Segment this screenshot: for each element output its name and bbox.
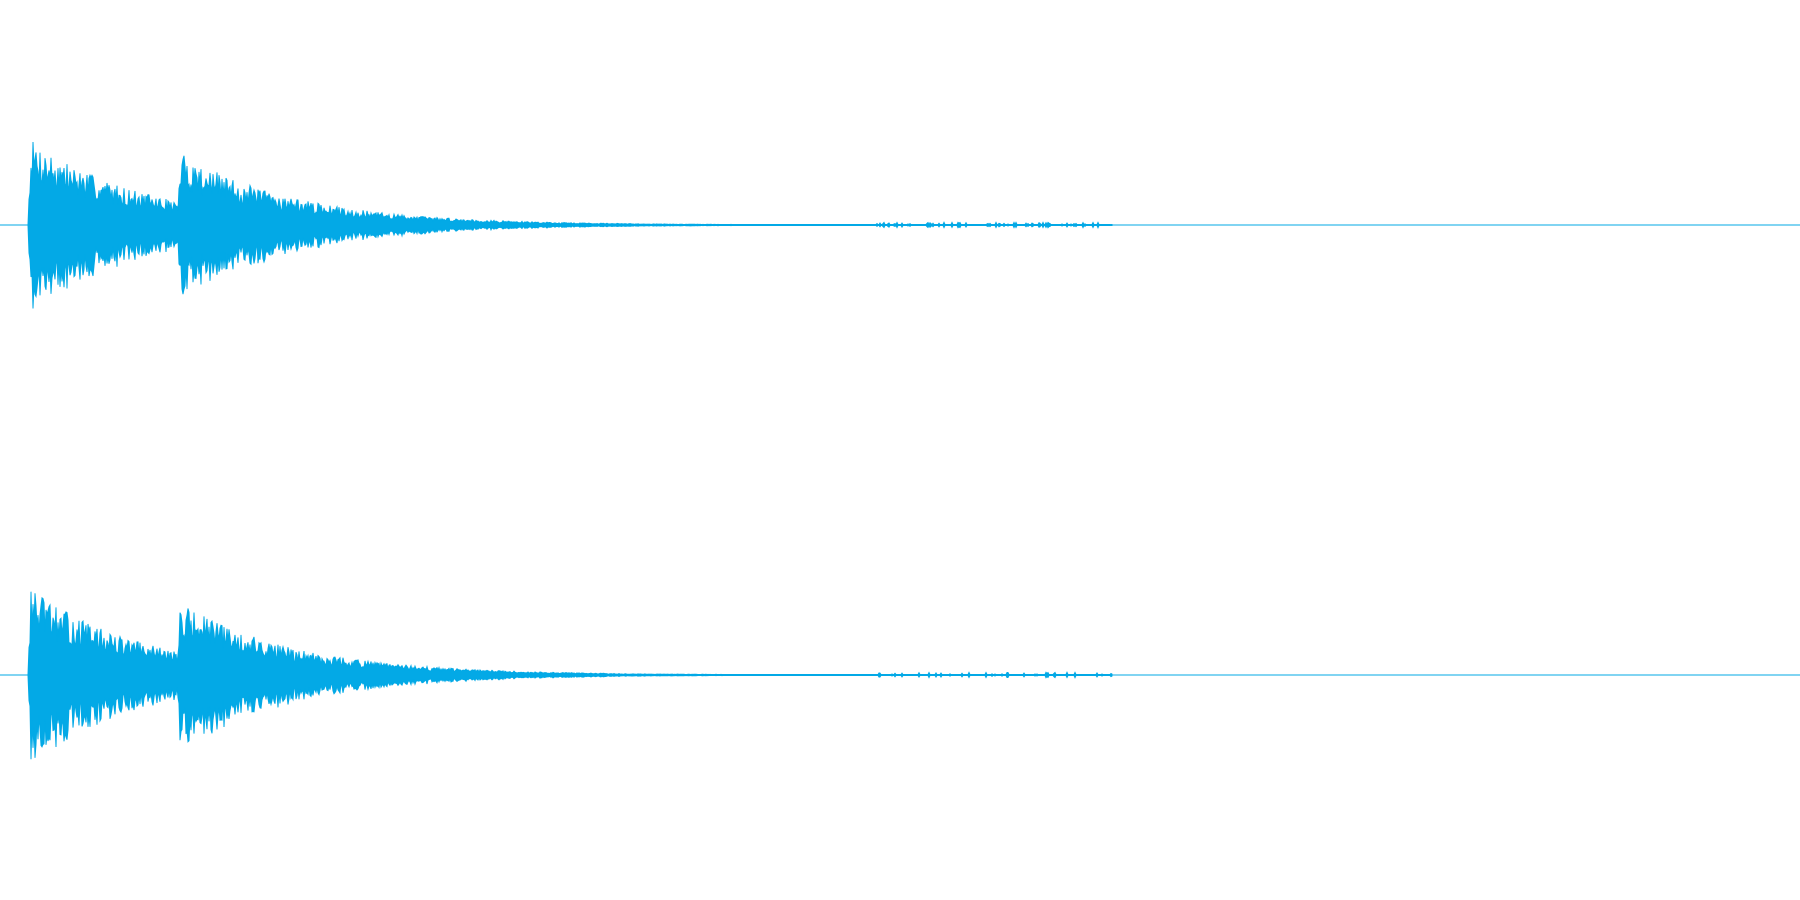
right-channel-waveform [27, 591, 1113, 760]
right-channel-track [0, 591, 1800, 760]
left-channel-track [0, 141, 1800, 309]
left-channel-waveform [27, 141, 1113, 309]
